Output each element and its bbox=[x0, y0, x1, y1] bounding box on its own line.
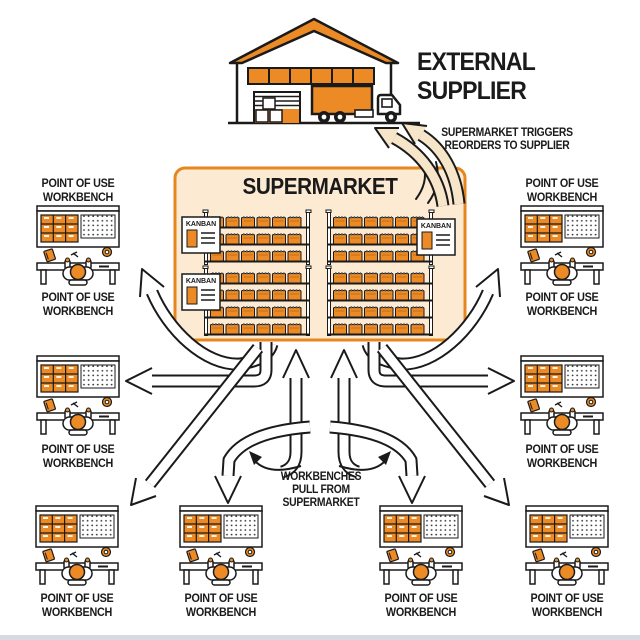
box-icon bbox=[255, 109, 269, 123]
kanban-card: KANBAN bbox=[416, 218, 456, 256]
truck-icon bbox=[310, 84, 402, 123]
workbench-label-bottom-right: POINT OF USE WORKBENCH bbox=[530, 591, 604, 619]
arrow-to-workbench-bottom-left bbox=[130, 343, 264, 506]
kanban-card-label: KANBAN bbox=[186, 221, 216, 228]
supermarket-title: SUPERMARKET bbox=[242, 173, 398, 199]
arrow-to-workbench-bottom-right bbox=[376, 343, 510, 506]
box-icon bbox=[269, 109, 283, 123]
workbench-label-mid-left: POINT OF USE WORKBENCH bbox=[41, 442, 115, 470]
box-icon bbox=[262, 97, 276, 110]
workbench-label-top-right-above: POINT OF USE WORKBENCH bbox=[525, 176, 599, 204]
arrow-to-workbench-mid-left bbox=[125, 342, 273, 395]
workbench-icon-top-right bbox=[520, 205, 604, 286]
kanban-card: KANBAN bbox=[181, 273, 221, 311]
thin-arrow-right bbox=[338, 451, 391, 471]
workbench-label-bottom-mid-left: POINT OF USE WORKBENCH bbox=[184, 591, 258, 619]
workbench-icon-mid-left bbox=[36, 355, 120, 436]
arrow-to-workbench-bottom-mid-left bbox=[214, 420, 311, 504]
arrow-reorder-to-supplier bbox=[401, 122, 466, 205]
kanban-card-label: KANBAN bbox=[186, 278, 216, 285]
external-supplier-icon bbox=[228, 17, 420, 125]
kanban-card-label: KANBAN bbox=[421, 223, 451, 230]
arrow-pull-up-right bbox=[330, 349, 361, 479]
arrow-pull-up-left bbox=[279, 349, 310, 479]
workbench-icon-bottom-mid-right bbox=[379, 505, 463, 586]
workbench-label-top-right-below: POINT OF USE WORKBENCH bbox=[525, 290, 599, 318]
workbench-label-mid-right: POINT OF USE WORKBENCH bbox=[525, 442, 599, 470]
workbench-label-bottom-mid-right: POINT OF USE WORKBENCH bbox=[384, 591, 458, 619]
kanban-card: KANBAN bbox=[181, 216, 221, 254]
workbench-icon-bottom-right bbox=[525, 505, 609, 586]
thin-arrow-left bbox=[249, 451, 302, 471]
shelf-unit bbox=[326, 266, 434, 336]
workbench-label-bottom-left: POINT OF USE WORKBENCH bbox=[40, 591, 114, 619]
workbench-label-top-left-below: POINT OF USE WORKBENCH bbox=[41, 290, 115, 318]
bottom-edge-strip bbox=[0, 635, 640, 640]
workbench-icon-bottom-left bbox=[35, 505, 119, 586]
annotation-pull: WORKBENCHES PULL FROM SUPERMARKET bbox=[280, 471, 362, 509]
workbench-icon-top-left bbox=[36, 205, 120, 286]
external-supplier-title: EXTERNAL SUPPLIER bbox=[417, 48, 536, 105]
arrow-to-workbench-bottom-mid-right bbox=[329, 420, 426, 504]
workbench-label-top-left-above: POINT OF USE WORKBENCH bbox=[41, 176, 115, 204]
arrow-to-workbench-mid-right bbox=[367, 342, 515, 395]
workbench-icon-bottom-mid-left bbox=[179, 505, 263, 586]
warehouse-icon bbox=[228, 17, 400, 124]
annotation-reorder: SUPERMARKET TRIGGERS REORDERS TO SUPPLIE… bbox=[441, 127, 573, 152]
workbench-icon-mid-right bbox=[520, 355, 604, 436]
arrow-reorder-to-supplier bbox=[374, 127, 450, 208]
